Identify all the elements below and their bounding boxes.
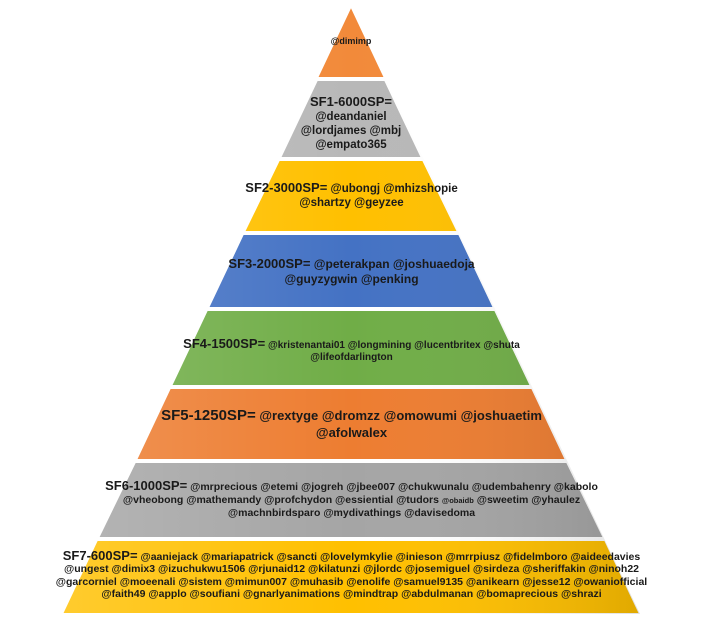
tier-3-label: SF3-2000SP= (228, 256, 311, 271)
tier-6-names-small: @obaidb (441, 495, 474, 505)
tier-0-names: @dimimp (330, 36, 372, 46)
tier-3-text: SF3-2000SP= @peterakpan @joshuaedoja @gu… (205, 256, 498, 286)
tier-7-text: SF7-600SP= @aaniejack @mariapatrick @san… (40, 548, 663, 601)
tier-2-label: SF2-3000SP= (245, 180, 328, 195)
tier-2-names: @ubongj @mhizshopie @shartzy @geyzee (299, 183, 458, 210)
tier-5-names: @rextyge @dromzz @omowumi @joshuaetim @a… (259, 408, 542, 441)
tier-1-label: SF1-6000SP= (309, 94, 393, 109)
tier-4-names: @kristenantai01 @longmining @lucentbrite… (267, 340, 520, 364)
tier-5-text: SF5-1250SP= @rextyge @dromzz @omowumi @j… (140, 407, 563, 441)
tier-7-names: @aaniejack @mariapatrick @sancti @lovely… (55, 551, 648, 601)
tier-2-text: SF2-3000SP= @ubongj @mhizshopie @shartzy… (240, 180, 463, 210)
tier-4-label: SF4-1500SP= (183, 336, 266, 351)
tier-0-text: @dimimp (318, 36, 384, 47)
tier-7-label: SF7-600SP= (62, 548, 138, 563)
tier-5-label: SF5-1250SP= (161, 407, 256, 424)
tier-6-label: SF6-1000SP= (105, 478, 188, 493)
pyramid-shading (62, 6, 640, 614)
tier-3-names: @peterakpan @joshuaedoja @guyzygwin @pen… (284, 257, 475, 286)
tier-6-text: SF6-1000SP= @mrprecious @etemi @jogreh @… (105, 478, 598, 519)
tier-6-names-a: @mrprecious @etemi @jogreh @jbee007 @chu… (122, 481, 598, 506)
tier-6-names-b: @sweetim @yhaulez @machnbirdsparo @mydiv… (227, 493, 581, 519)
tier-1-text: SF1-6000SP= @deandaniel @lordjames @mbj … (288, 94, 414, 152)
tier-4-text: SF4-1500SP= @kristenantai01 @longmining … (170, 336, 533, 364)
tier-1-names: @deandaniel @lordjames @mbj @empato365 (300, 111, 402, 152)
